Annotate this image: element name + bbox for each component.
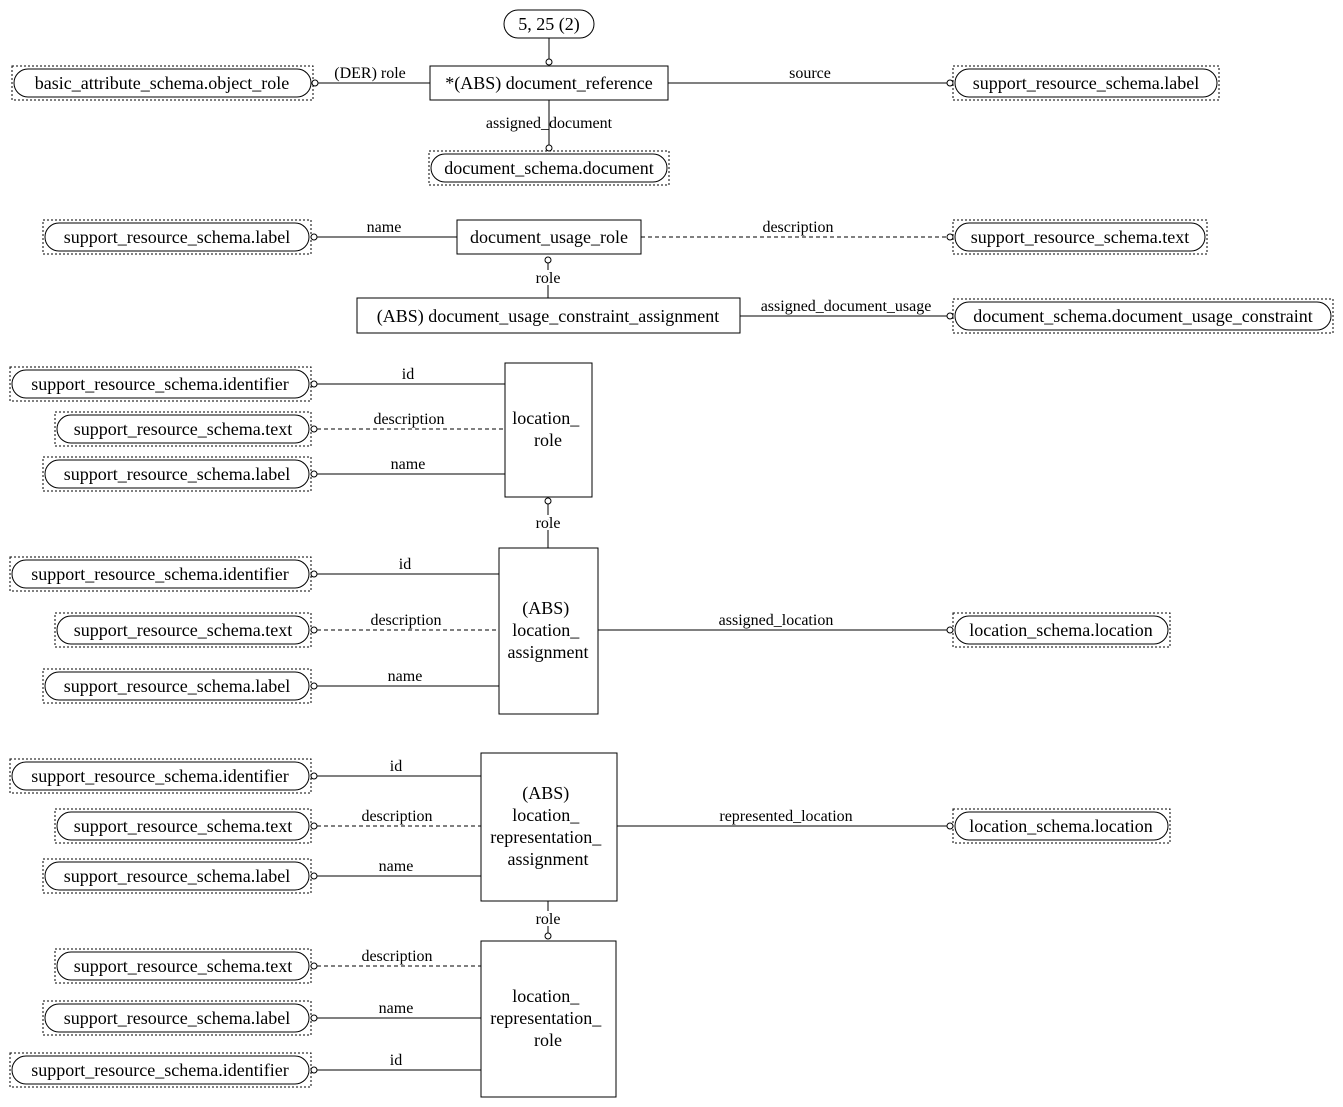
type-location-2: location_schema.location — [969, 816, 1152, 836]
attr-assigned-location: assigned_location — [719, 612, 834, 629]
type-identifier-4: support_resource_schema.identifier — [31, 1060, 288, 1080]
type-text-3: support_resource_schema.text — [74, 620, 292, 640]
type-box-document-usage-constraint — [952, 298, 1334, 334]
attr-description-3: description — [370, 612, 441, 629]
attr-id-1: id — [402, 366, 414, 383]
type-document: document_schema.document — [444, 158, 653, 178]
type-identifier-1: support_resource_schema.identifier — [31, 374, 288, 394]
attr-role-2: role — [536, 515, 561, 532]
attr-represented-location: represented_location — [719, 808, 852, 825]
entity-location-assignment-label: (ABS) location_ assignment — [508, 598, 589, 662]
type-box-location-2 — [952, 808, 1171, 844]
entity-location-representation-role-label: location_ representation_ role — [490, 986, 605, 1050]
attr-name-4: name — [379, 858, 414, 875]
attr-id-2: id — [399, 556, 411, 573]
type-text-2: support_resource_schema.text — [74, 419, 292, 439]
page-ref-connector — [545, 58, 553, 66]
entity-location-role-label: location_ role — [512, 408, 583, 450]
entity-location-representation-assignment — [480, 752, 618, 902]
type-box-label-1 — [952, 65, 1220, 101]
attr-der-role: (DER) role — [334, 65, 406, 82]
type-label-3: support_resource_schema.label — [64, 464, 290, 484]
entity-document-usage-role — [456, 219, 642, 255]
entity-document-reference-label: *(ABS) document_reference — [445, 73, 652, 94]
type-identifier-3: support_resource_schema.identifier — [31, 766, 288, 786]
type-document-usage-constraint: document_schema.document_usage_constrain… — [973, 306, 1312, 326]
page-ref-label: 5, 25 (2) — [518, 14, 580, 35]
type-text-5: support_resource_schema.text — [74, 956, 292, 976]
attr-id-3: id — [390, 758, 402, 775]
entity-location-representation-assignment-label: (ABS) location_ representation_ assignme… — [490, 783, 605, 869]
type-label-6: support_resource_schema.label — [64, 1008, 290, 1028]
entity-location-assignment — [498, 547, 599, 715]
type-identifier-2: support_resource_schema.identifier — [31, 564, 288, 584]
entity-document-usage-role-label: document_usage_role — [470, 227, 628, 247]
type-location-1: location_schema.location — [969, 620, 1152, 640]
type-label-5: support_resource_schema.label — [64, 866, 290, 886]
attr-assigned-document: assigned_document — [486, 115, 613, 132]
type-label-2: support_resource_schema.label — [64, 227, 290, 247]
type-box-location-1 — [952, 612, 1171, 648]
entity-location-representation-role — [480, 940, 617, 1098]
attr-role-1: role — [536, 270, 561, 287]
attr-description-5: description — [361, 948, 432, 965]
type-text-1: support_resource_schema.text — [971, 227, 1189, 247]
attr-description-2: description — [373, 411, 444, 428]
attr-name-5: name — [379, 1000, 414, 1017]
attr-description-4: description — [361, 808, 432, 825]
entity-document-usage-constraint-assignment-label: (ABS) document_usage_constraint_assignme… — [377, 306, 719, 327]
type-object-role: basic_attribute_schema.object_role — [35, 73, 289, 93]
type-text-4: support_resource_schema.text — [74, 816, 292, 836]
entity-document-usage-constraint-assignment — [356, 297, 741, 334]
attr-name-1: name — [367, 219, 402, 236]
attr-role-3: role — [536, 911, 561, 928]
type-label-1: support_resource_schema.label — [973, 73, 1199, 93]
attr-source: source — [789, 65, 831, 82]
type-label-4: support_resource_schema.label — [64, 676, 290, 696]
attr-description-1: description — [762, 219, 833, 236]
type-box-document — [428, 150, 670, 186]
attr-name-2: name — [391, 456, 426, 473]
attr-name-3: name — [388, 668, 423, 685]
attr-id-4: id — [390, 1052, 402, 1069]
attr-assigned-document-usage: assigned_document_usage — [761, 298, 932, 315]
entity-location-role — [504, 362, 593, 498]
